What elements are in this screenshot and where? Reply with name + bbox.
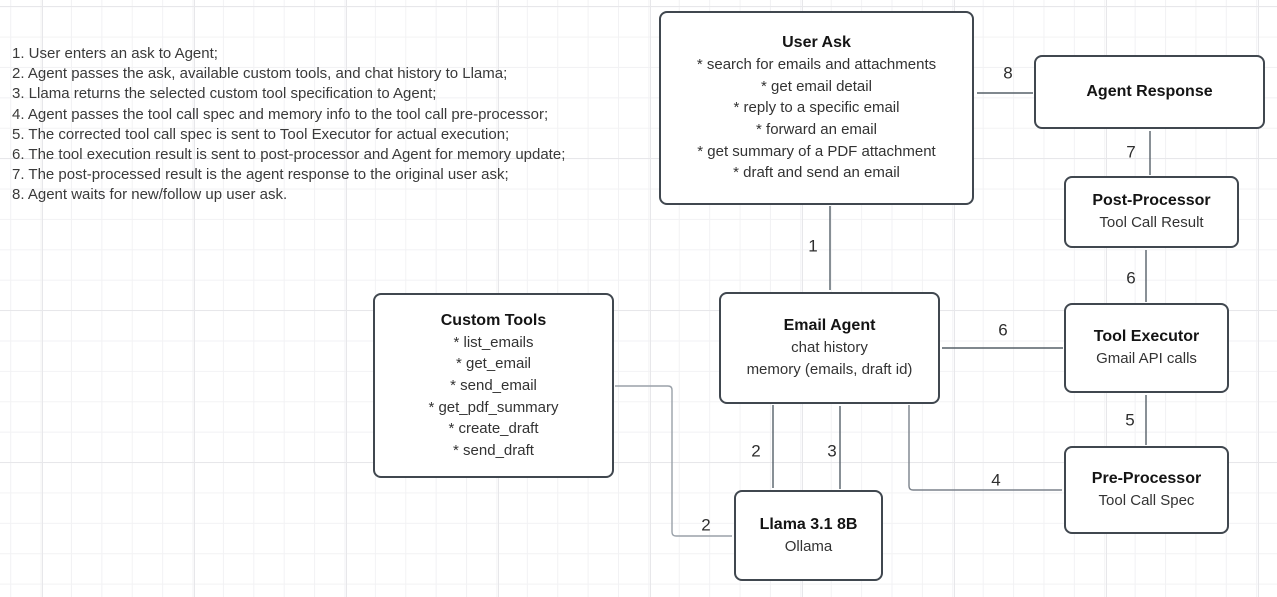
node-email-agent[interactable]: Email Agent chat history memory (emails,… [719,292,940,404]
arrow-label-2: 2 [751,441,761,461]
node-line: * get_pdf_summary [428,398,559,416]
node-title: Post-Processor [1092,192,1211,210]
node-title: Llama 3.1 8B [759,515,858,533]
process-step-2: 2. Agent passes the ask, available custo… [12,65,508,83]
node-line: Tool Call Result [1099,214,1204,232]
node-title: Tool Executor [1093,328,1200,346]
node-line: * get summary of a PDF attachment [697,142,936,160]
process-step-3: 3. Llama returns the selected custom too… [12,85,437,103]
arrow-label-5: 5 [1125,410,1135,430]
arrow-2-custom-tools-to-llama[interactable] [615,385,732,537]
node-line: chat history [791,339,868,357]
arrow-label-1: 1 [808,236,818,256]
node-post-processor[interactable]: Post-Processor Tool Call Result [1064,176,1239,248]
node-custom-tools[interactable]: Custom Tools * list_emails * get_email *… [373,293,614,478]
node-line: * send_email [450,376,537,394]
node-line: * draft and send an email [733,164,900,182]
arrow-label-3: 3 [827,441,837,461]
node-llama[interactable]: Llama 3.1 8B Ollama [734,490,883,581]
node-agent-response[interactable]: Agent Response [1034,55,1265,129]
node-line: * send_draft [453,441,534,459]
process-step-8: 8. Agent waits for new/follow up user as… [12,186,288,204]
node-tool-executor[interactable]: Tool Executor Gmail API calls [1064,303,1229,393]
process-step-5: 5. The corrected tool call spec is sent … [12,125,510,143]
arrow-label-6-memory: 6 [998,320,1008,340]
node-line: * get_email [455,355,532,373]
arrow-4-email-agent-to-pre-processor[interactable] [908,405,1062,491]
process-steps-list: 1. User enters an ask to Agent; 2. Agent… [12,44,565,206]
node-line: * reply to a specific email [733,99,900,117]
node-title: User Ask [782,34,851,52]
node-line: * create_draft [448,420,539,438]
node-title: Pre-Processor [1091,470,1202,488]
node-title: Email Agent [783,317,876,335]
node-title: Agent Response [1086,83,1213,100]
process-step-4: 4. Agent passes the tool call spec and m… [12,105,549,123]
arrow-label-2-tools: 2 [701,515,711,535]
node-line: * search for emails and attachments [696,56,937,74]
process-step-1: 1. User enters an ask to Agent; [12,45,218,62]
arrow-label-6-result: 6 [1126,268,1136,288]
node-title: Custom Tools [440,311,547,329]
node-pre-processor[interactable]: Pre-Processor Tool Call Spec [1064,446,1229,534]
node-line: Tool Call Spec [1098,492,1195,510]
process-step-7: 7. The post-processed result is the agen… [12,166,509,184]
node-line: * get email detail [761,77,872,95]
node-line: Gmail API calls [1096,350,1197,368]
arrow-label-7: 7 [1126,142,1136,162]
process-step-6: 6. The tool execution result is sent to … [12,146,566,164]
node-line: * list_emails [453,333,534,351]
node-line: memory (emails, draft id) [746,361,913,378]
node-user-ask[interactable]: User Ask * search for emails and attachm… [659,11,974,205]
node-line: Ollama [784,537,833,555]
node-line: * forward an email [756,121,877,138]
arrow-label-4: 4 [991,470,1001,490]
arrow-label-8: 8 [1003,63,1013,83]
